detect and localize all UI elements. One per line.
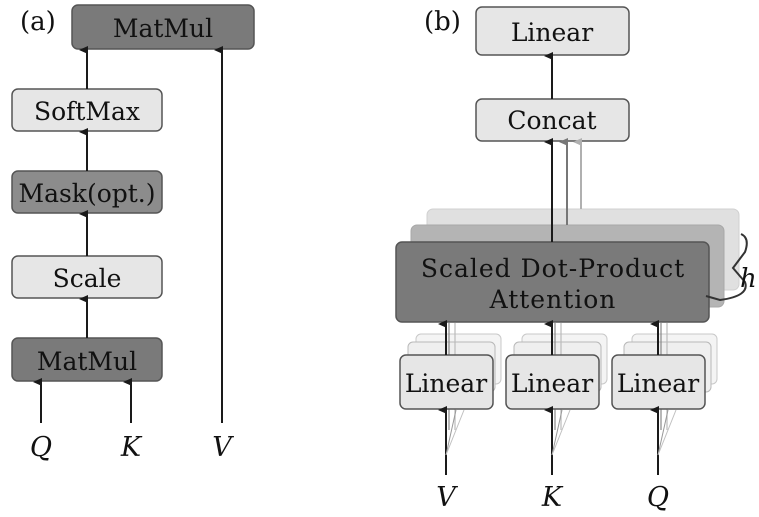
- linear-k-label: Linear: [511, 369, 593, 398]
- input-q-label: Q: [30, 432, 52, 463]
- linear-stack-q: Linear: [611, 320, 718, 475]
- panel-a: (a) MatMul SoftMax Mask(opt.) Scale MatM…: [11, 4, 255, 463]
- panel-b: (b) Linear Concat Scaled Dot-Product Att…: [395, 6, 757, 513]
- input-b-q-label: Q: [647, 482, 669, 513]
- input-b-v-label: V: [436, 482, 458, 513]
- heads-label: h: [740, 264, 757, 294]
- node-attention-line1: Scaled Dot-Product: [421, 254, 685, 283]
- input-k-label: K: [120, 432, 143, 463]
- linear-v-label: Linear: [405, 369, 487, 398]
- node-matmul-bottom: MatMul: [11, 337, 163, 382]
- panel-a-tag: (a): [20, 7, 56, 37]
- linear-stack-k: Linear: [505, 320, 608, 475]
- node-matmul-bottom-label: MatMul: [37, 347, 137, 376]
- node-matmul-top-label: MatMul: [113, 14, 213, 43]
- input-v-label: V: [212, 432, 234, 463]
- node-softmax: SoftMax: [11, 88, 163, 132]
- node-scale: Scale: [11, 255, 163, 299]
- panel-b-tag: (b): [424, 7, 461, 37]
- node-attention-line2: Attention: [489, 285, 617, 314]
- node-linear-top: Linear: [475, 6, 630, 56]
- linear-q-label: Linear: [617, 369, 699, 398]
- node-mask-label: Mask(opt.): [18, 179, 155, 208]
- node-matmul-top: MatMul: [71, 4, 255, 50]
- node-attention: Scaled Dot-Product Attention: [395, 241, 710, 323]
- input-b-k-label: K: [541, 482, 564, 513]
- heads-brace: [705, 233, 748, 302]
- linear-stack-v: Linear: [399, 320, 502, 475]
- node-mask: Mask(opt.): [11, 170, 163, 214]
- node-softmax-label: SoftMax: [34, 97, 140, 126]
- node-concat-label: Concat: [507, 106, 596, 135]
- node-scale-label: Scale: [53, 264, 122, 293]
- node-concat: Concat: [475, 98, 630, 142]
- node-linear-top-label: Linear: [511, 18, 593, 47]
